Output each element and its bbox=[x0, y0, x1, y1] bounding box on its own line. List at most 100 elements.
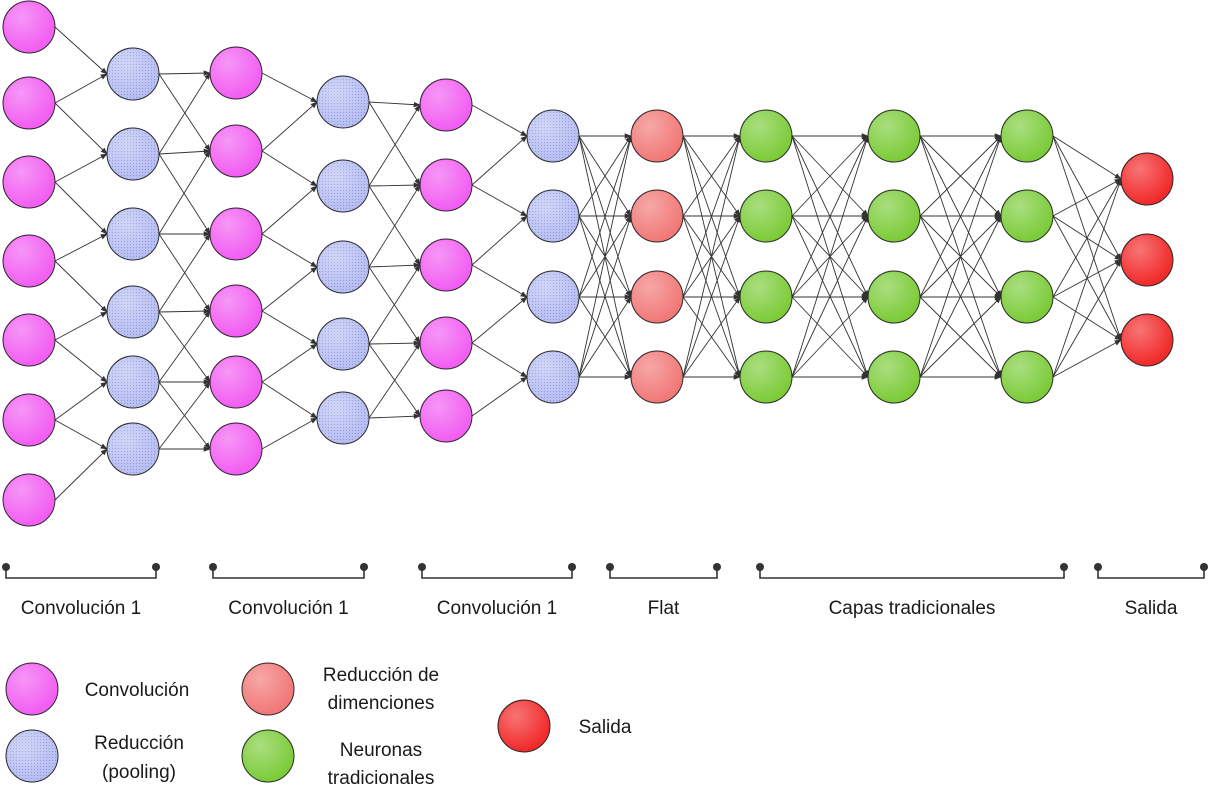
section-label: Salida bbox=[1125, 598, 1178, 619]
connection-edge bbox=[54, 339, 108, 383]
dense-neuron-shine bbox=[869, 191, 919, 241]
connection-edge bbox=[682, 296, 741, 378]
section-bracket bbox=[759, 567, 1065, 579]
dense-neuron bbox=[1000, 109, 1054, 163]
pool-neuron-shine bbox=[108, 129, 158, 179]
bracket-endpoint bbox=[1094, 563, 1102, 571]
legend-label: dimenciones bbox=[328, 693, 435, 714]
bracket-endpoint bbox=[209, 563, 217, 571]
conv-neuron-shine bbox=[211, 209, 261, 259]
section-bracket bbox=[5, 567, 157, 579]
connection-edge bbox=[682, 215, 741, 378]
legend-item-conv: Convolución bbox=[5, 662, 190, 716]
dense-neuron-shine bbox=[1002, 272, 1052, 322]
conv-neuron-shine bbox=[211, 424, 261, 474]
connection-edge bbox=[158, 73, 211, 152]
legend-label: Convolución bbox=[85, 680, 190, 701]
conv-neuron-shine bbox=[211, 126, 261, 176]
bracket-endpoint bbox=[2, 563, 10, 571]
flat-neuron bbox=[630, 350, 684, 404]
pool-neuron-shine bbox=[318, 242, 368, 292]
dense-neuron-shine bbox=[741, 352, 791, 402]
pool-neuron bbox=[106, 207, 160, 261]
flat-neuron-shine bbox=[632, 352, 682, 402]
dense-neuron bbox=[1000, 270, 1054, 324]
dense-neuron bbox=[867, 109, 921, 163]
pool-neuron-shine bbox=[528, 191, 578, 241]
dense-neuron-shine bbox=[741, 272, 791, 322]
dense-neuron bbox=[867, 270, 921, 324]
conv-neuron bbox=[419, 389, 473, 443]
connection-edge bbox=[1052, 178, 1122, 217]
pool-neuron-shine bbox=[528, 272, 578, 322]
flat-neuron-shine bbox=[632, 272, 682, 322]
legend-swatch-output bbox=[497, 699, 551, 753]
connection-edge bbox=[919, 296, 1002, 378]
section-label: Convolución 1 bbox=[437, 598, 557, 619]
pool-neuron bbox=[316, 75, 370, 129]
bracket-endpoint bbox=[152, 563, 160, 571]
conv-neuron-shine bbox=[4, 157, 54, 207]
connection-edge bbox=[261, 72, 318, 103]
connection-edge bbox=[919, 215, 1002, 378]
output-neuron bbox=[1120, 313, 1174, 367]
legend-swatch-pool-shine bbox=[7, 731, 57, 781]
connection-edge bbox=[682, 135, 741, 217]
conv-neuron-shine bbox=[4, 2, 54, 52]
connection-edge bbox=[158, 153, 211, 235]
connection-edge bbox=[578, 135, 633, 378]
bracket-endpoint bbox=[418, 563, 426, 571]
connection-edge bbox=[471, 376, 528, 417]
connection-edge bbox=[368, 413, 421, 420]
pool-neuron-shine bbox=[528, 352, 578, 402]
conv-neuron bbox=[209, 124, 263, 178]
conv-neuron bbox=[2, 0, 56, 54]
connection-edge bbox=[368, 101, 421, 186]
pool-neuron-shine bbox=[318, 161, 368, 211]
conv-neuron-shine bbox=[4, 395, 54, 445]
pool-neuron-shine bbox=[108, 287, 158, 337]
conv-neuron-shine bbox=[421, 240, 471, 290]
section-label: Convolución 1 bbox=[21, 598, 141, 619]
dense-neuron bbox=[867, 350, 921, 404]
pool-neuron bbox=[106, 127, 160, 181]
pool-neuron bbox=[526, 109, 580, 163]
pool-neuron bbox=[316, 159, 370, 213]
dense-neuron-shine bbox=[741, 191, 791, 241]
connection-edge bbox=[368, 184, 421, 268]
connection-edge bbox=[54, 181, 108, 235]
connection-edge bbox=[54, 311, 108, 341]
bracket-endpoint bbox=[713, 563, 721, 571]
conv-neuron bbox=[209, 46, 263, 100]
connection-edge bbox=[261, 150, 318, 187]
connection-edge bbox=[471, 184, 528, 217]
flat-neuron bbox=[630, 189, 684, 243]
connection-edge bbox=[1052, 178, 1122, 378]
connections bbox=[54, 26, 1122, 501]
legend-swatch-output-shine bbox=[499, 701, 549, 751]
connection-edge bbox=[791, 135, 869, 378]
conv-neuron-shine bbox=[4, 315, 54, 365]
legend-label: (pooling) bbox=[102, 762, 176, 783]
connection-edge bbox=[1052, 339, 1122, 378]
bracket-endpoint bbox=[1060, 563, 1068, 571]
connection-edge bbox=[578, 135, 632, 217]
conv-neuron bbox=[209, 422, 263, 476]
pool-neuron-shine bbox=[108, 424, 158, 474]
conv-neuron-shine bbox=[211, 286, 261, 336]
connection-edge bbox=[368, 182, 421, 188]
connection-edge bbox=[368, 342, 421, 419]
conv-neuron bbox=[2, 393, 56, 447]
connection-edge bbox=[471, 296, 528, 344]
neurons bbox=[2, 0, 1174, 527]
connection-edge bbox=[368, 340, 421, 346]
legend-swatch-flat bbox=[241, 662, 295, 716]
connection-edge bbox=[54, 381, 108, 421]
conv-neuron bbox=[419, 78, 473, 132]
dense-neuron bbox=[739, 189, 793, 243]
conv-neuron-shine bbox=[211, 357, 261, 407]
